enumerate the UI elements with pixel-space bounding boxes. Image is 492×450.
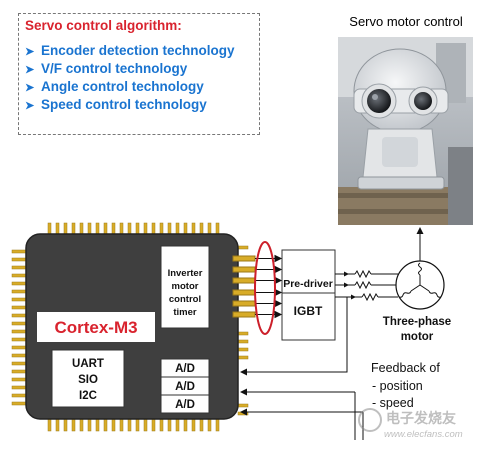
watermark-logo-icon	[358, 408, 382, 432]
feedback-lines	[247, 297, 364, 440]
adc-label-1: A/D	[175, 363, 195, 375]
watermark: 电子发烧友 www.elecfans.com	[358, 408, 463, 440]
list-item: ➤Angle control technology	[25, 78, 235, 96]
list-item: ➤Encoder detection technology	[25, 42, 235, 60]
algorithm-list: ➤Encoder detection technology ➤V/F contr…	[25, 42, 235, 114]
motor-to-photo-arrowhead	[416, 227, 424, 234]
chip-top-pins	[47, 222, 220, 236]
timer-label-line4: timer	[173, 307, 197, 318]
chip-bottom-pins	[47, 417, 220, 432]
motor-winding-icon	[398, 262, 442, 298]
algorithm-title: Servo control algorithm:	[25, 18, 182, 33]
serial-label-i2c: I2C	[79, 390, 97, 402]
feedback-item-speed: - speed	[372, 396, 414, 410]
driver-box	[281, 249, 336, 341]
timer-label-line2: motor	[172, 281, 199, 292]
feedback-item-position: - position	[372, 379, 423, 393]
motor-label-line2: motor	[401, 331, 434, 343]
phase-arrowheads	[344, 271, 356, 300]
pwm-highlight-ellipse	[254, 241, 276, 335]
watermark-url: www.elecfans.com	[384, 429, 463, 440]
adc-block-3	[160, 394, 210, 414]
serial-label-uart: UART	[72, 358, 104, 370]
arrow-bullet-icon: ➤	[25, 46, 35, 58]
motor-label-line1: Three-phase	[383, 316, 451, 328]
arrow-bullet-icon: ➤	[25, 100, 35, 112]
servo-algorithm-box: Servo control algorithm: ➤Encoder detect…	[18, 13, 260, 135]
serial-label-sio: SIO	[78, 374, 98, 386]
cortex-m3-label: Cortex-M3	[54, 318, 137, 337]
photo-title: Servo motor control	[349, 14, 463, 29]
timer-label-line1: Inverter	[168, 268, 203, 279]
arrow-bullet-icon: ➤	[25, 64, 35, 76]
cortex-m3-box	[37, 312, 155, 342]
timer-block	[160, 245, 210, 329]
feedback-title: Feedback of	[371, 361, 440, 375]
list-item: ➤Speed control technology	[25, 96, 235, 114]
feedback-arrowheads	[240, 368, 247, 416]
servo-motor-photo	[338, 37, 473, 225]
timer-label-line3: control	[169, 294, 201, 305]
chip-left-pins	[11, 249, 27, 406]
list-item: ➤V/F control technology	[25, 60, 235, 78]
pre-driver-label: Pre-driver	[283, 278, 333, 290]
adc-label-2: A/D	[175, 381, 195, 393]
serial-block	[51, 349, 125, 408]
igbt-label: IGBT	[294, 304, 323, 318]
watermark-cn: 电子发烧友	[386, 410, 456, 427]
pwm-output-lines	[232, 254, 283, 319]
arrow-bullet-icon: ➤	[25, 82, 35, 94]
adc-label-3: A/D	[175, 399, 195, 411]
